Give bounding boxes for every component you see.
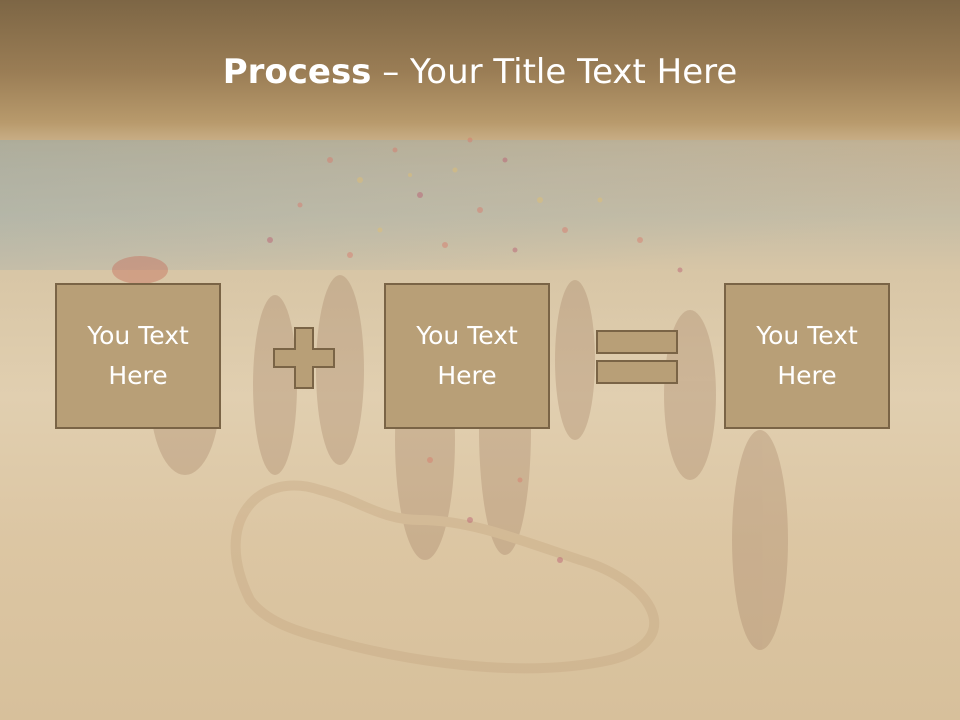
sea-background — [0, 140, 960, 270]
equals-icon — [596, 330, 678, 384]
process-box-3[interactable]: You Text Here — [724, 283, 890, 429]
process-box-2-label: You Text Here — [416, 321, 518, 390]
process-box-1[interactable]: You Text Here — [55, 283, 221, 429]
process-box-1-label: You Text Here — [87, 321, 189, 390]
plus-icon — [273, 327, 335, 389]
process-box-3-label: You Text Here — [756, 321, 858, 390]
title-rest: – Your Title Text Here — [371, 52, 738, 92]
title-bold: Process — [222, 52, 372, 92]
slide-title: Process – Your Title Text Here — [0, 52, 960, 92]
process-box-2[interactable]: You Text Here — [384, 283, 550, 429]
